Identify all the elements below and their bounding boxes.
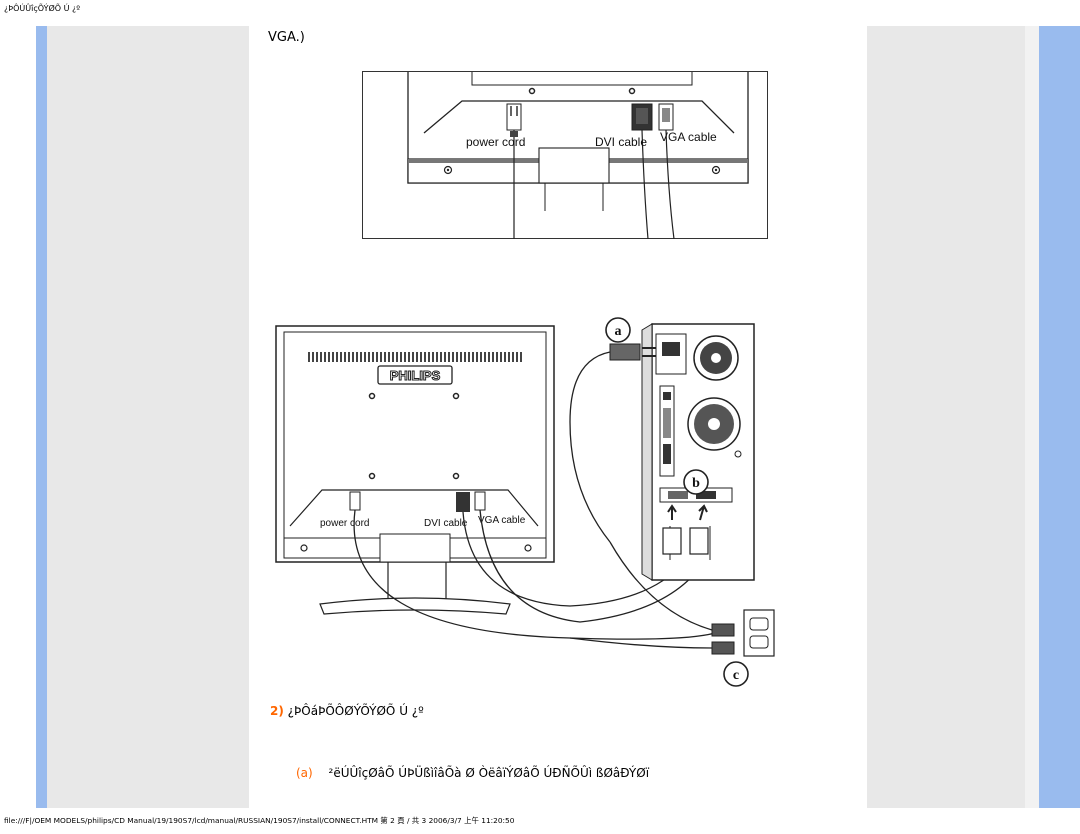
left-accent-bar <box>36 26 47 808</box>
right-stripe <box>1025 26 1039 808</box>
top-label-vga-cable: VGA cable <box>660 130 717 144</box>
lead-text: VGA.) <box>268 30 305 45</box>
right-accent-bar <box>1039 26 1080 808</box>
step-number: 2) <box>270 704 284 718</box>
step-title: ¿ÞÔáÞÕÔØÝÕÝØÕ Ú ¿º <box>287 704 424 718</box>
instruction-letter: (a) <box>296 766 313 780</box>
top-label-power-cord: power cord <box>466 135 525 149</box>
bottom-label-vga-cable: VGA cable <box>478 515 526 526</box>
right-margin-panel <box>867 26 1025 808</box>
brand-label: PHILIPS <box>390 368 441 383</box>
monitor-to-pc-figure: PHILIPS power cord DVI cable VGA cable <box>275 317 775 687</box>
instruction-item: (a) ²ëÚÛîçØâÕ ÚÞÜßìîâÕà Ø ÒëâïÝØâÕ ÚÐÑÕÛ… <box>296 766 649 780</box>
step-heading: 2) ¿ÞÔáÞÕÔØÝÕÝØÕ Ú ¿º <box>270 704 424 718</box>
bottom-label-dvi-cable: DVI cable <box>424 518 468 529</box>
top-label-dvi-cable: DVI cable <box>595 135 647 149</box>
bottom-label-power-cord: power cord <box>320 518 369 529</box>
page-header-title: ¿ÞÔÚÛîçÕÝØÕ Ú ¿º <box>4 4 81 13</box>
callout-a: a <box>615 324 622 339</box>
page-footer: file:///F|/OEM MODELS/philips/CD Manual/… <box>4 816 515 825</box>
left-margin-panel <box>47 26 249 808</box>
instruction-text: ²ëÚÛîçØâÕ ÚÞÜßìîâÕà Ø ÒëâïÝØâÕ ÚÐÑÕÛì ßØ… <box>328 766 650 780</box>
connector-closeup-figure: power cord DVI cable VGA cable <box>362 71 768 239</box>
callout-b: b <box>692 476 700 491</box>
callout-c: c <box>733 668 739 683</box>
